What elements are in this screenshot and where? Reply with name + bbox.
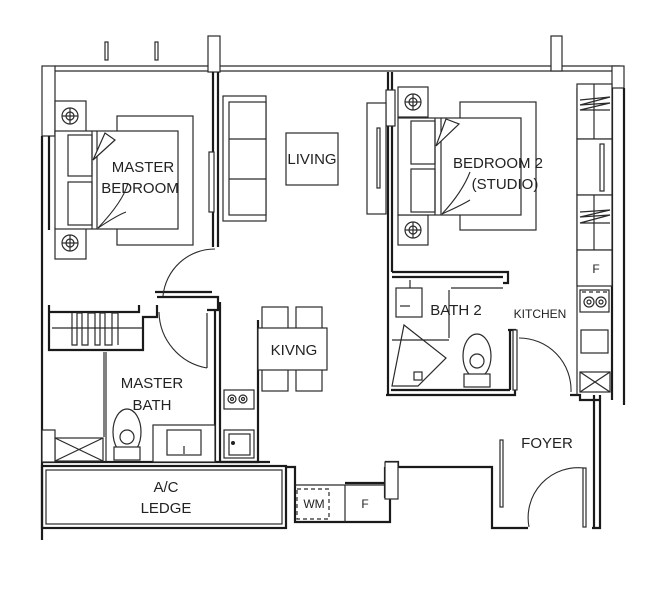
- living-room: LIVING: [222, 95, 387, 222]
- master-bath: MASTER BATH: [41, 311, 216, 463]
- room-label-dining: KIVNG: [271, 342, 318, 359]
- washing-machine-label: WM: [303, 497, 324, 511]
- bath-2: BATH 2: [391, 280, 503, 388]
- bedroom-2: BEDROOM 2 (STUDIO): [397, 86, 543, 246]
- kitchen-cabinets: F KITCHEN: [512, 83, 613, 393]
- room-label-bedroom-2-sub: (STUDIO): [472, 176, 539, 193]
- fridge-label-kitchen: F: [592, 262, 599, 276]
- room-label-master-bedroom: MASTER: [112, 159, 175, 176]
- utility: WM F: [296, 488, 369, 520]
- room-label-kitchen: KITCHEN: [514, 307, 567, 321]
- room-label-master-bath: MASTER: [121, 375, 184, 392]
- room-label-bedroom-2: BEDROOM 2: [453, 155, 543, 172]
- room-label-master-bedroom-2: BEDROOM: [101, 180, 179, 197]
- foyer: FOYER: [499, 435, 587, 528]
- master-bedroom: MASTER BEDROOM: [54, 100, 216, 297]
- room-label-master-bath-2: BATH: [133, 397, 172, 414]
- interior-walls: [42, 72, 600, 464]
- ac-ledge: A/C LEDGE: [141, 479, 192, 517]
- dining-area: KIVNG: [223, 306, 328, 459]
- room-label-living: LIVING: [287, 151, 336, 168]
- exterior-walls: [40, 35, 626, 540]
- room-label-ac-ledge-2: LEDGE: [141, 500, 192, 517]
- fridge-label-store: F: [361, 497, 368, 511]
- room-label-bath-2: BATH 2: [430, 302, 481, 319]
- room-label-foyer: FOYER: [521, 435, 573, 452]
- room-label-ac-ledge: A/C: [153, 479, 178, 496]
